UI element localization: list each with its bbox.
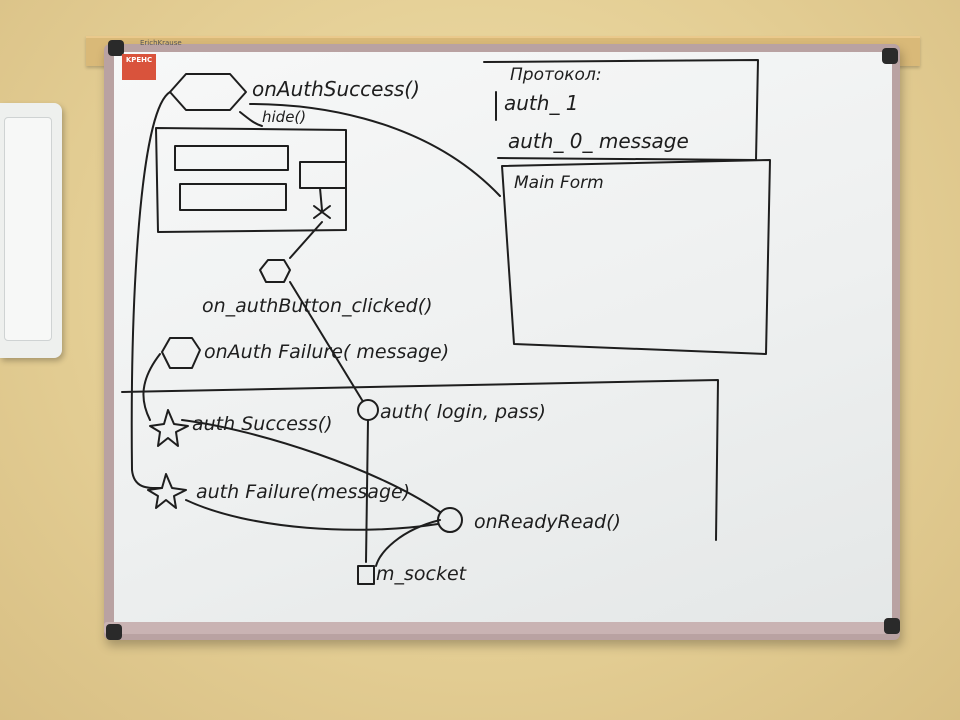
hexagon-on-auth-failure [161, 337, 201, 369]
auth-call-label: auth( login, pass) [380, 401, 546, 423]
circle-auth [357, 399, 379, 421]
main-form-label: Main Form [514, 173, 604, 193]
auth-success-label: auth Success() [192, 413, 333, 435]
wall-switch-panel [0, 103, 62, 358]
auth-failure-label: auth Failure(message) [196, 481, 410, 503]
class-box [121, 379, 719, 541]
on-ready-read-label: onReadyRead() [474, 511, 621, 533]
frame-corner [884, 618, 900, 634]
star-auth-failure [147, 473, 187, 509]
hexagon-on-auth-success [169, 73, 247, 111]
on-auth-button-clicked-label: on_authButton_clicked() [202, 295, 433, 317]
protocol-line-2: auth_ 0_ message [508, 129, 689, 153]
on-auth-failure-label: onAuth Failure( message) [204, 341, 449, 363]
password-field [179, 183, 287, 211]
login-field [174, 145, 289, 171]
connector-to-main-form [249, 103, 501, 197]
whiteboard-surface [114, 52, 892, 630]
socket-symbol [357, 565, 375, 585]
hide-label: hide() [262, 108, 306, 126]
brand-sticker: KPEHC [122, 54, 156, 80]
on-auth-success-label: onAuthSuccess() [252, 77, 420, 101]
m-socket-label: m_socket [376, 563, 468, 585]
protocol-box [483, 59, 759, 161]
frame-corner [106, 624, 122, 640]
protocol-line-1: auth_ 1 [504, 91, 579, 115]
protocol-title: Протокол: [510, 65, 602, 85]
auth-button-sketch [299, 161, 347, 189]
connector-signal-left [130, 91, 171, 490]
marker-tray [104, 622, 900, 634]
main-form-box [501, 159, 771, 355]
hexagon-auth-button [259, 259, 291, 283]
star-auth-success [149, 409, 189, 447]
circle-on-ready-read [437, 507, 463, 533]
rail-label: ErichKrause [140, 39, 182, 47]
click-mark [313, 187, 331, 219]
auth-dialog-box [155, 127, 347, 233]
frame-corner [882, 48, 898, 64]
frame-corner [108, 40, 124, 56]
